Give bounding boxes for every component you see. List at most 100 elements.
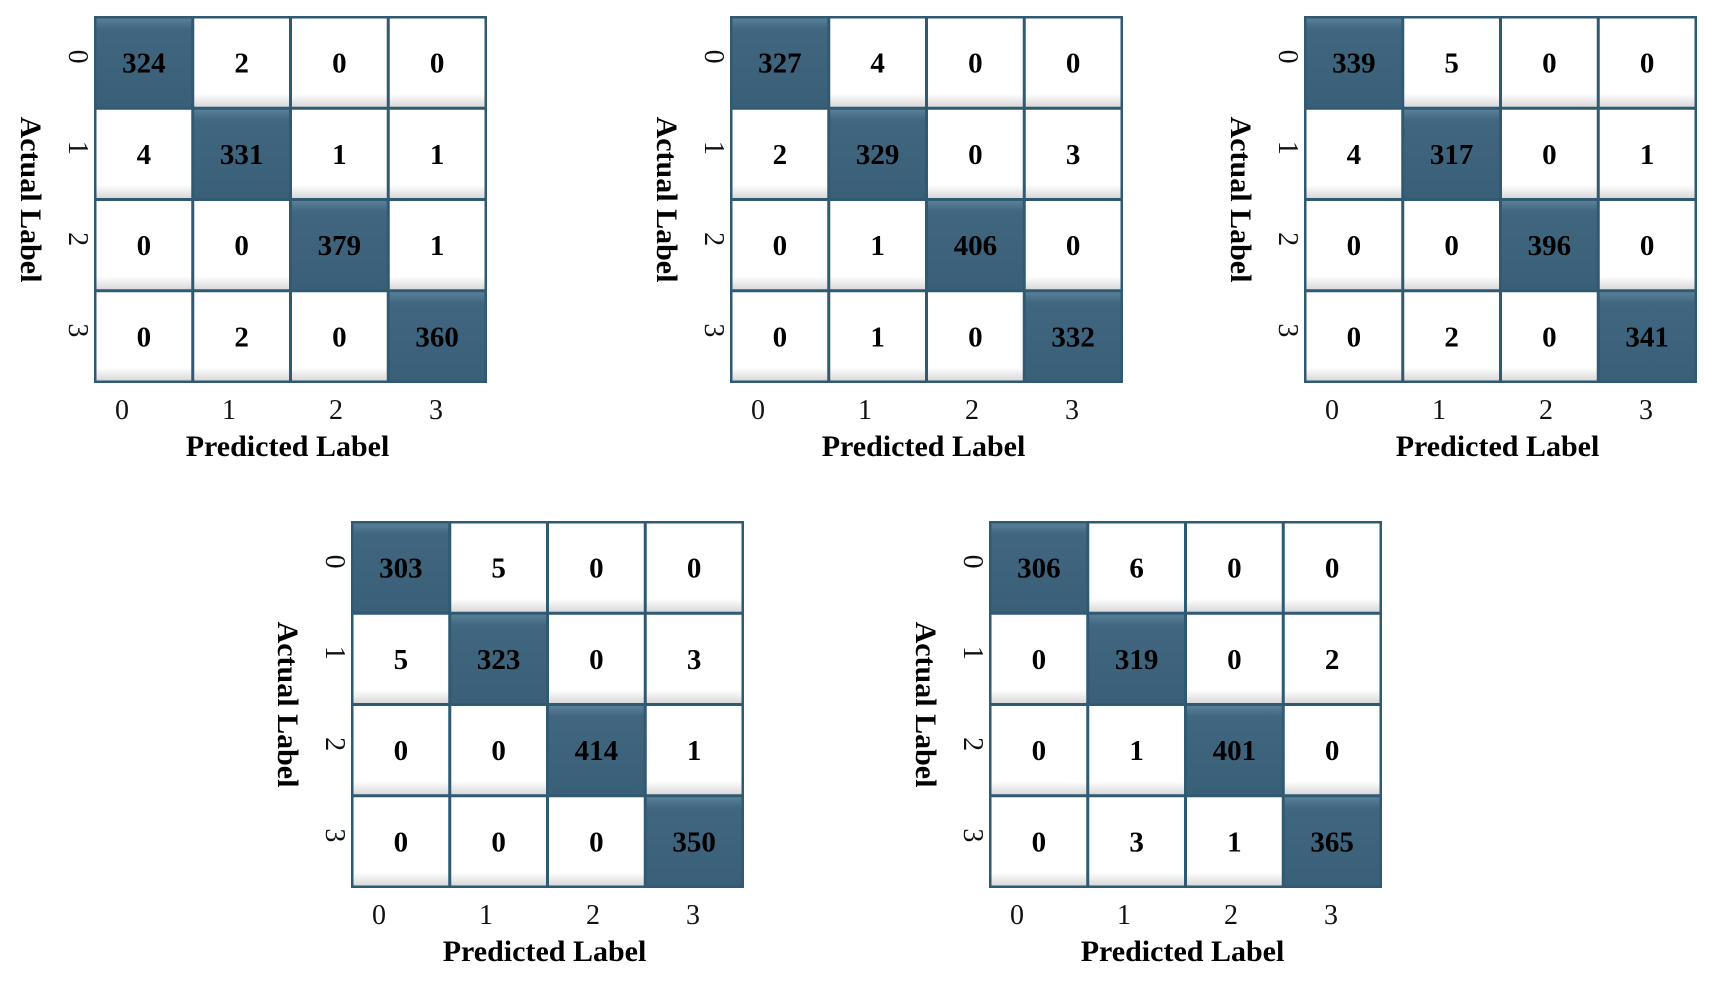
cell-value: 1 [430,230,445,262]
x-tick-label: 0 [1325,395,1339,426]
cell-value: 323 [477,644,521,676]
cell [830,18,925,107]
y-tick-label: 3 [957,828,988,842]
cell-value: 0 [1066,230,1081,262]
cell-value: 2 [1444,321,1459,353]
cell [1306,201,1402,290]
cell-value: 331 [220,139,264,171]
y-tick-label: 3 [1272,323,1303,337]
cell-value: 0 [491,826,506,858]
cell-value: 0 [968,321,983,353]
y-tick-label: 0 [319,555,350,569]
cell [1025,18,1121,107]
cell-value: 0 [589,826,604,858]
y-tick-label: 1 [1272,141,1303,155]
cell-value: 0 [332,48,347,80]
cell [96,292,192,381]
x-tick-label: 2 [1539,395,1553,426]
cell-diagonal [451,614,546,703]
x-tick-label: 0 [115,395,129,426]
cell-value: 2 [1325,644,1340,676]
cell-value: 0 [491,735,506,767]
cell [1284,706,1380,795]
cell [451,797,546,886]
cell-value: 0 [968,48,983,80]
cell-value: 3 [1066,139,1081,171]
cell-diagonal [991,523,1087,612]
cell [1089,706,1184,795]
cell-value: 2 [234,48,249,80]
x-tick-label: 1 [222,395,236,426]
cell-value: 1 [687,735,702,767]
cell-value: 0 [430,48,445,80]
cell-diagonal [194,109,289,198]
x-axis-title: Predicted Label [443,935,647,968]
cell [353,797,449,886]
cell-value: 0 [1542,321,1557,353]
x-tick-label: 2 [586,900,600,931]
cell-value: 306 [1017,553,1061,585]
cell-value: 0 [1032,826,1047,858]
cell-value: 0 [137,230,152,262]
cell-value: 0 [137,321,152,353]
cell-value: 360 [415,321,459,353]
cell-diagonal [732,18,828,107]
cell-value: 1 [1640,139,1655,171]
x-tick-label: 3 [1639,395,1653,426]
x-tick-label: 3 [1324,900,1338,931]
cell [1502,292,1597,381]
cell-value: 350 [672,826,716,858]
cell [1502,109,1597,198]
cell-diagonal [96,18,192,107]
cell [292,18,387,107]
cell [389,201,485,290]
cell [1404,18,1499,107]
cell [1089,523,1184,612]
cell-value: 0 [1640,48,1655,80]
cell [1284,614,1380,703]
cell [549,797,644,886]
cell-value: 396 [1528,230,1572,262]
y-tick-label: 0 [957,555,988,569]
cell-value: 0 [1066,48,1081,80]
cell-value: 0 [1542,139,1557,171]
cell [292,292,387,381]
cell-diagonal [928,201,1023,290]
y-tick-label: 3 [698,323,729,337]
x-axis-title: Predicted Label [822,430,1026,463]
cell-value: 1 [430,139,445,171]
cell [991,797,1087,886]
cell-value: 0 [589,553,604,585]
cell [646,614,742,703]
cell-value: 0 [1444,230,1459,262]
cell-value: 1 [870,230,885,262]
cell-value: 6 [1129,553,1144,585]
cell-value: 379 [318,230,362,262]
cell-diagonal [1187,706,1282,795]
cell [389,18,485,107]
y-tick-label: 3 [62,323,93,337]
y-tick-label: 0 [1272,50,1303,64]
cell [732,292,828,381]
cell [646,523,742,612]
cell-diagonal [549,706,644,795]
cell-value: 4 [137,139,152,171]
cell [991,614,1087,703]
cell-value: 0 [687,553,702,585]
cell-value: 0 [1347,321,1362,353]
cell [1306,109,1402,198]
cell-value: 365 [1310,826,1354,858]
cell [1025,109,1121,198]
cell [830,292,925,381]
cell [928,109,1023,198]
cell-value: 327 [758,48,802,80]
cell-value: 0 [589,644,604,676]
cell-diagonal [1599,292,1695,381]
y-tick-label: 0 [698,50,729,64]
x-tick-label: 0 [1010,900,1024,931]
cell-value: 0 [1227,644,1242,676]
cell-diagonal [646,797,742,886]
cell-value: 332 [1051,321,1095,353]
cell [732,201,828,290]
